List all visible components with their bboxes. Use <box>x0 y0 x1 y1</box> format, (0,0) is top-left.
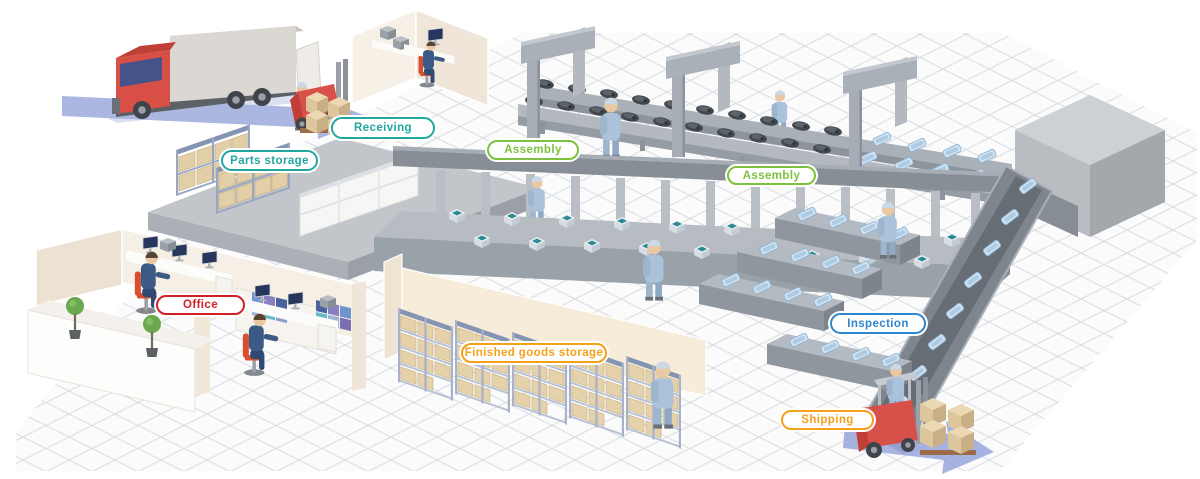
receiving-room <box>351 8 489 108</box>
inspection-bench <box>737 240 882 299</box>
tunnel-machine <box>1015 95 1165 237</box>
shipping-area <box>843 364 994 474</box>
office-area <box>27 228 366 413</box>
finished-goods-area <box>383 253 707 450</box>
inspection-area <box>699 201 920 391</box>
receiving-forklift <box>290 59 352 139</box>
